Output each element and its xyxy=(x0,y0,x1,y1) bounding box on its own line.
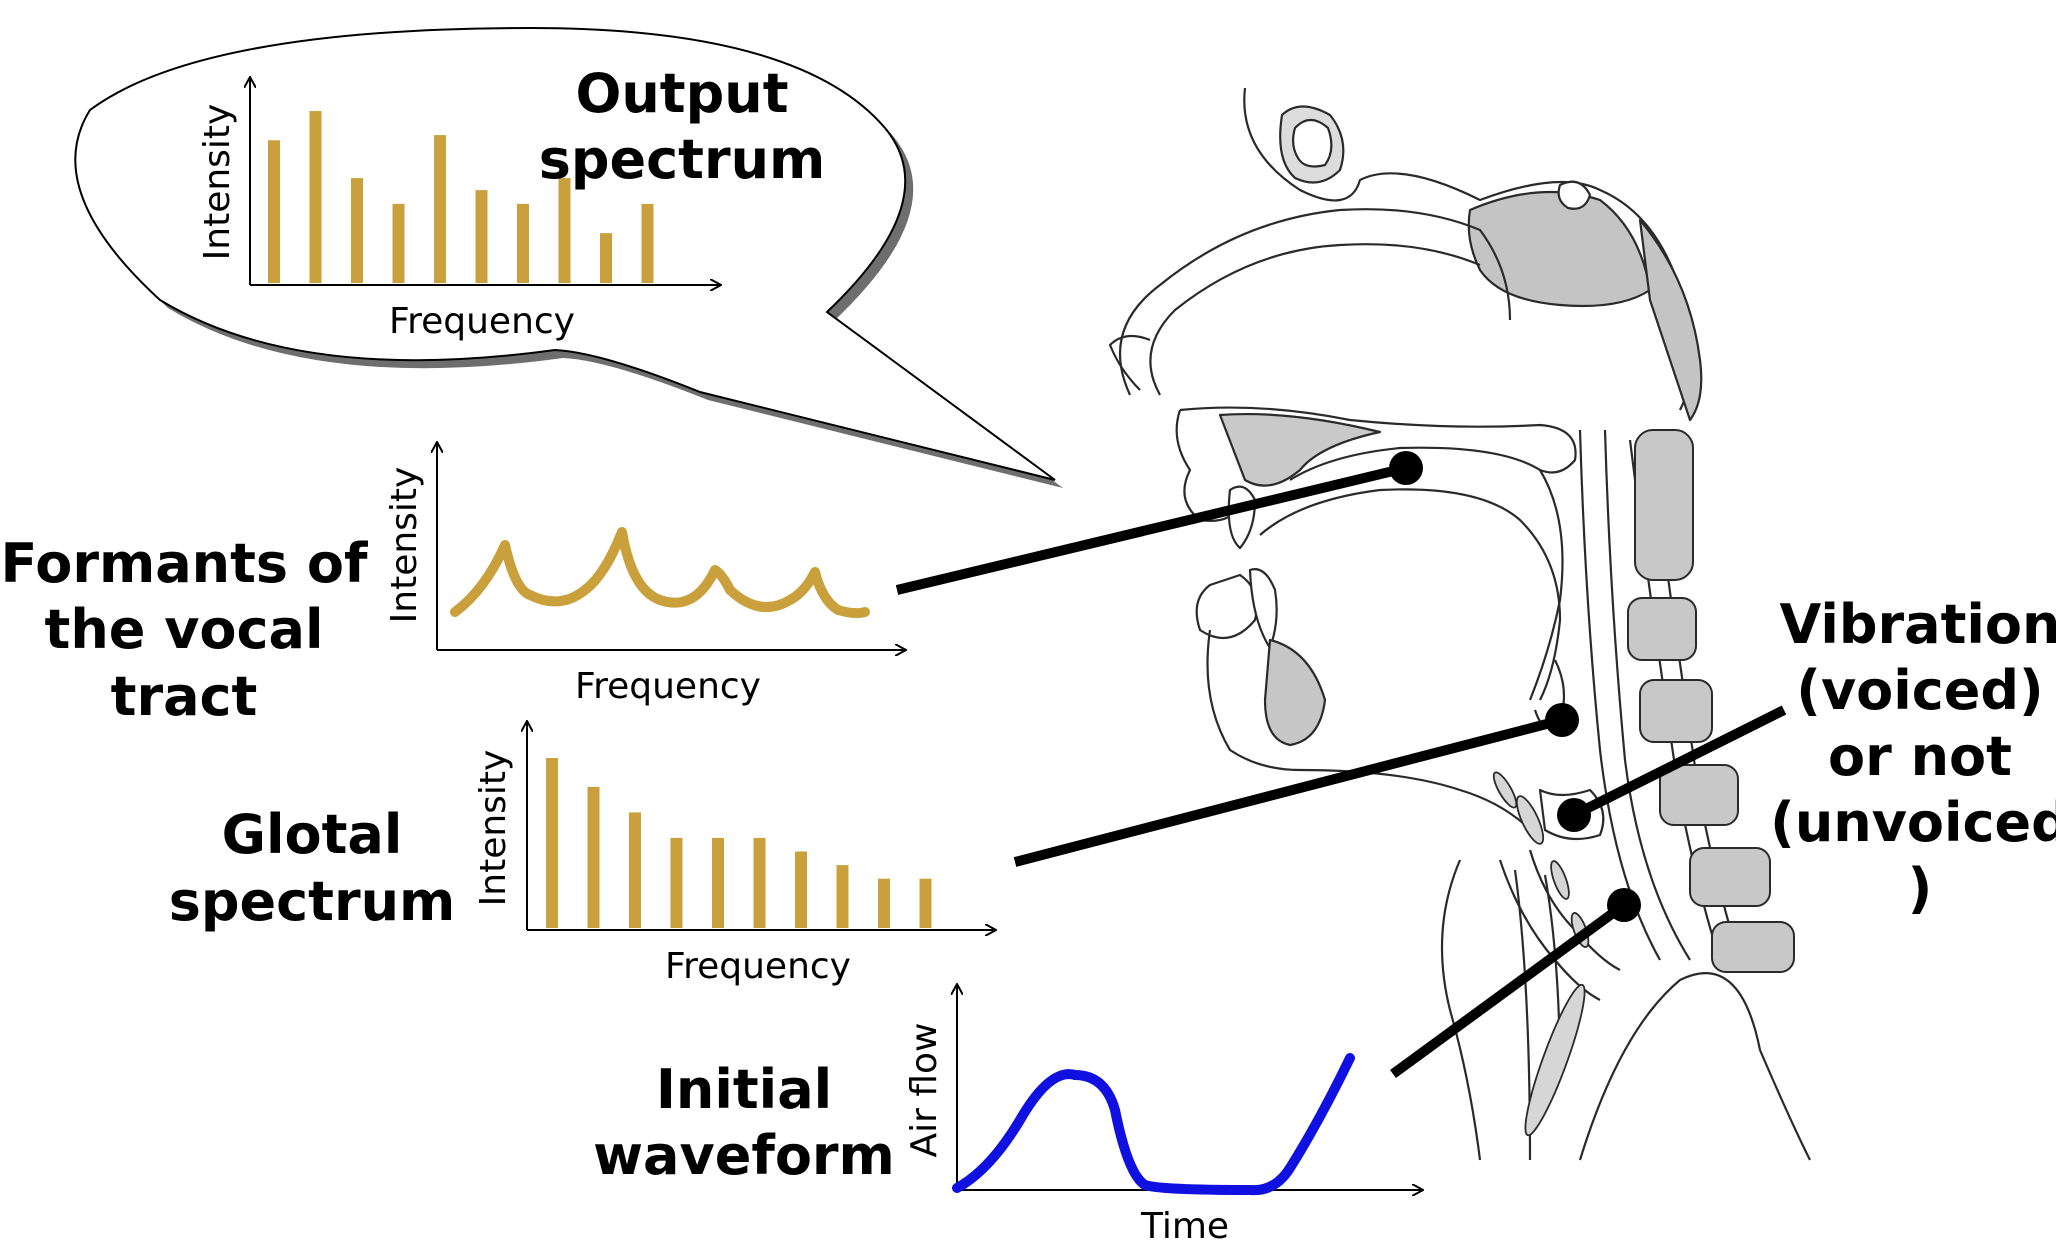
glottal-bar-6 xyxy=(753,837,766,928)
output-bar-3 xyxy=(351,178,363,283)
formants-x-label: Frequency xyxy=(575,666,761,707)
initial-label-1: Initial xyxy=(656,1058,832,1121)
waveform-x-label: Time xyxy=(1140,1206,1229,1246)
glottal-bar-3 xyxy=(629,812,641,928)
output-bar-10 xyxy=(641,203,654,283)
glottal-bar-7 xyxy=(795,851,807,928)
pointer-vibration xyxy=(1571,705,1787,820)
output-x-label: Frequency xyxy=(389,301,575,342)
pointer-lines xyxy=(895,463,1787,1079)
output-bar-6 xyxy=(475,190,488,283)
dot-pharynx xyxy=(1545,703,1579,737)
output-bar-2 xyxy=(309,111,322,283)
output-bar-4 xyxy=(392,203,405,283)
glottal-bar-9 xyxy=(878,878,890,928)
glottal-bar-4 xyxy=(670,837,683,928)
dot-vocal-folds xyxy=(1557,798,1591,832)
pointer-formants xyxy=(895,463,1408,595)
glottal-label-1: Glotal xyxy=(222,803,403,866)
vibration-label-1: Vibration xyxy=(1780,593,2056,656)
glottal-y-label: Intensity xyxy=(473,750,514,907)
formants-y-label: Intensity xyxy=(384,467,425,624)
airflow-curve xyxy=(952,1053,1355,1196)
output-bar-1 xyxy=(268,140,280,283)
vibration-label-3: or not xyxy=(1828,725,2012,788)
dot-oral-cavity xyxy=(1389,451,1423,485)
output-bar-5 xyxy=(434,135,446,283)
vibration-label-5: ) xyxy=(1908,857,1933,920)
output-spectrum-title-2: spectrum xyxy=(539,128,826,191)
glottal-bar-10 xyxy=(919,878,932,928)
glottal-bar-2 xyxy=(587,786,600,928)
vocal-tract-anatomy xyxy=(1108,87,1811,1161)
cervical-vertebrae xyxy=(1627,429,1795,973)
formants-label-1: Formants of xyxy=(1,532,368,595)
output-spectrum-chart: Intensity Frequency xyxy=(197,78,720,342)
glottal-x-label: Frequency xyxy=(665,946,851,987)
vibration-label-4: (unvoiced xyxy=(1770,791,2056,854)
pointer-dots xyxy=(1389,451,1641,922)
glottal-bar-1 xyxy=(546,758,558,928)
output-bars xyxy=(268,111,654,283)
output-bar-9 xyxy=(600,233,612,283)
dot-trachea xyxy=(1607,888,1641,922)
glottal-bar-8 xyxy=(836,865,849,928)
initial-label-2: waveform xyxy=(593,1124,895,1187)
pointer-glottal xyxy=(1013,715,1564,867)
initial-waveform-chart: Air flow Time xyxy=(904,985,1422,1247)
vibration-label-2: (voiced) xyxy=(1796,659,2043,722)
output-y-label: Intensity xyxy=(197,104,238,261)
output-bar-7 xyxy=(517,203,529,283)
formants-curve xyxy=(450,527,870,619)
formants-label-2: the vocal xyxy=(45,598,324,661)
formants-chart: Intensity Frequency xyxy=(384,443,905,707)
pointer-initial xyxy=(1390,900,1627,1079)
formants-label-3: tract xyxy=(111,665,258,728)
glottal-label-2: spectrum xyxy=(169,870,456,933)
laryngeal-cartilage xyxy=(1492,771,1590,1137)
output-bar-8 xyxy=(558,178,571,283)
glottal-bar-5 xyxy=(712,837,724,928)
glottal-spectrum-chart: Intensity Frequency xyxy=(473,722,995,987)
output-spectrum-title-1: Output xyxy=(575,62,788,125)
glottal-bars xyxy=(546,758,932,928)
waveform-y-label: Air flow xyxy=(904,1022,945,1157)
